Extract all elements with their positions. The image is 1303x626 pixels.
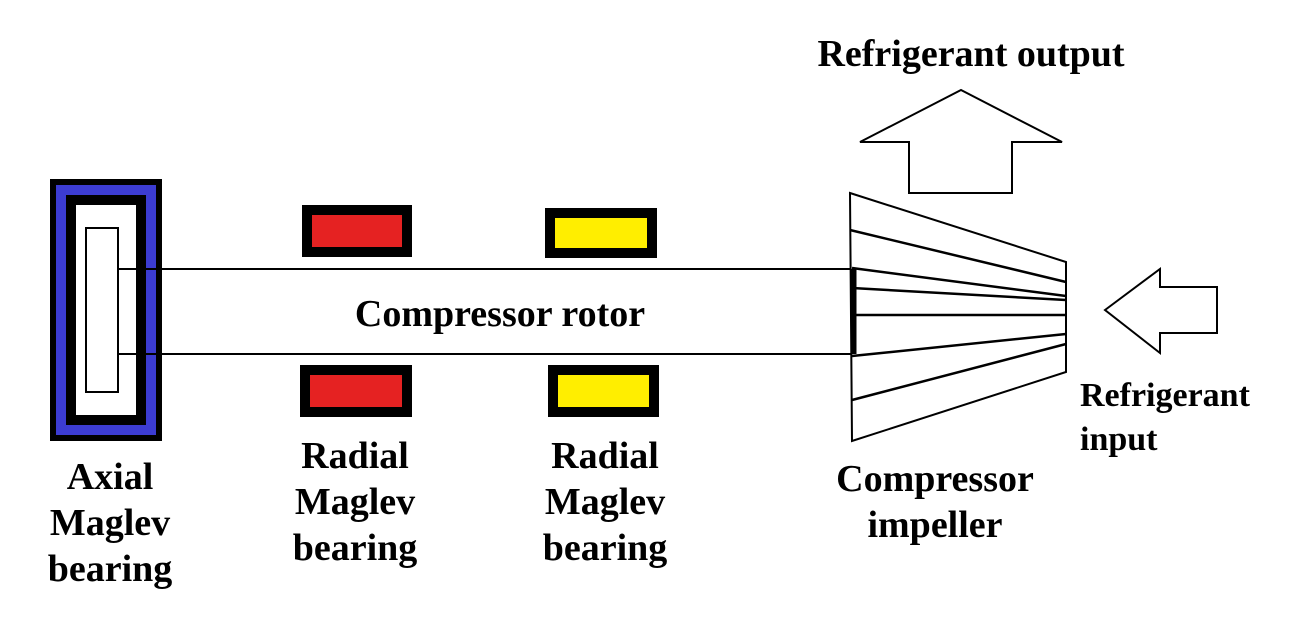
radial-bearing-2-upper — [545, 208, 657, 258]
refrigerant-output-arrow — [859, 88, 1063, 194]
axial-bearing-label: Axial Maglev bearing — [30, 454, 190, 592]
radial-bearing-1-label: Radial Maglev bearing — [270, 433, 440, 571]
radial-bearing-1-lower — [300, 365, 412, 417]
refrigerant-input-label-line-2: input — [1080, 421, 1158, 458]
compressor-rotor-label: Compressor rotor — [354, 293, 646, 335]
compressor-impeller — [848, 191, 1067, 443]
axial-bearing-label-line-3: bearing — [47, 548, 173, 590]
radial-bearing-2-label-line-2: Maglev — [544, 481, 666, 523]
compressor-impeller-label: Compressor impeller — [810, 456, 1060, 548]
refrigerant-output-label: Refrigerant output — [817, 33, 1125, 75]
refrigerant-input-arrow — [1103, 267, 1218, 356]
compressor-impeller-label-line-1: Compressor — [836, 458, 1034, 500]
radial-maglev-bearing-2 — [545, 208, 659, 417]
refrigerant-input-label-line-1: Refrigerant — [1080, 377, 1250, 414]
radial-bearing-1-label-line-1: Radial — [301, 435, 409, 477]
radial-bearing-2-label: Radial Maglev bearing — [520, 433, 690, 571]
refrigerant-input-label: Refrigerant input — [1080, 374, 1280, 462]
radial-bearing-1-upper — [302, 205, 412, 257]
radial-bearing-1-label-line-2: Maglev — [294, 481, 416, 523]
compressor-rotor-shaft — [118, 268, 852, 355]
axial-maglev-bearing — [50, 179, 162, 441]
radial-maglev-bearing-1 — [300, 205, 412, 417]
axial-bearing-thrust-disc — [85, 227, 119, 393]
axial-bearing-label-line-2: Maglev — [49, 502, 171, 544]
radial-bearing-2-label-line-3: bearing — [542, 527, 668, 569]
radial-bearing-2-lower — [548, 365, 659, 417]
radial-bearing-1-label-line-3: bearing — [292, 527, 418, 569]
axial-bearing-label-line-1: Axial — [66, 456, 154, 498]
radial-bearing-2-label-line-1: Radial — [551, 435, 659, 477]
compressor-impeller-label-line-2: impeller — [867, 504, 1003, 546]
